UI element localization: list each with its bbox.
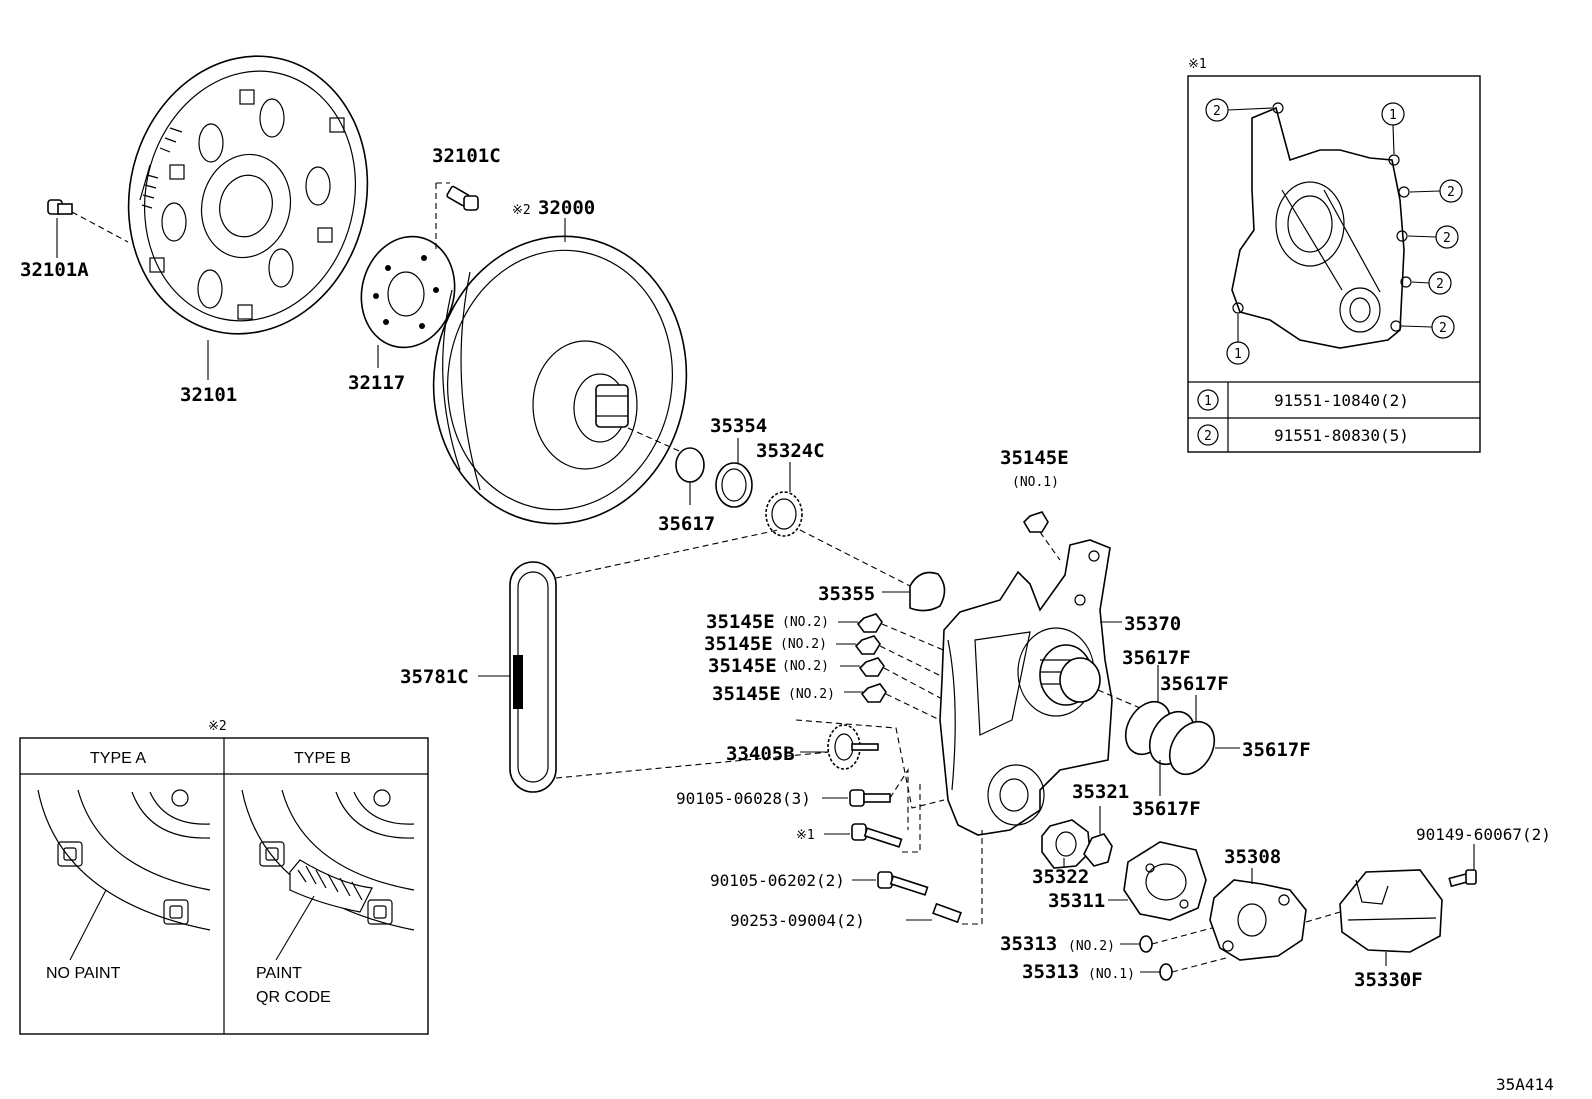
gear-35321[interactable] bbox=[1083, 833, 1113, 867]
ring-35617[interactable] bbox=[675, 447, 705, 483]
label-32101A: 32101A bbox=[20, 259, 89, 281]
label-35330F: 35330F bbox=[1354, 969, 1423, 991]
label-35145E-no1-note: (NO.1) bbox=[1012, 475, 1059, 490]
bolt-90105-06202[interactable] bbox=[877, 871, 929, 896]
inset-1-mark: ※1 bbox=[1188, 57, 1207, 72]
label-32000-mark: ※2 bbox=[512, 203, 531, 218]
inset-1-callout-2e: 2 bbox=[1439, 321, 1447, 336]
label-35308: 35308 bbox=[1224, 846, 1281, 868]
inset-1-callout-2a: 2 bbox=[1213, 104, 1221, 119]
type-a-drawing bbox=[37, 789, 211, 961]
bolt-32101A[interactable] bbox=[47, 199, 73, 215]
label-35322: 35322 bbox=[1032, 866, 1089, 888]
pump-body-35311[interactable] bbox=[1123, 841, 1207, 921]
label-35617F-a: 35617F bbox=[1122, 647, 1191, 669]
snap-ring-35354[interactable] bbox=[715, 462, 753, 508]
inset-1-callout-1b: 1 bbox=[1234, 347, 1242, 362]
inset-2-type-b: TYPE B bbox=[294, 750, 351, 767]
label-no2-b: (NO.2) bbox=[780, 637, 827, 652]
label-35145E-b: 35145E bbox=[704, 633, 773, 655]
label-35370: 35370 bbox=[1124, 613, 1181, 635]
inset-2-qr-code: QR CODE bbox=[256, 989, 331, 1006]
chain-35781C[interactable] bbox=[509, 561, 557, 793]
washer-35313-no1[interactable] bbox=[1159, 963, 1173, 981]
label-35354: 35354 bbox=[710, 415, 767, 437]
label-35311: 35311 bbox=[1048, 890, 1105, 912]
bolt-90105-06028[interactable] bbox=[849, 789, 891, 807]
label-no2-a: (NO.2) bbox=[782, 615, 829, 630]
flywheel-32101[interactable] bbox=[100, 31, 397, 360]
label-35617F-d: 35617F bbox=[1132, 798, 1201, 820]
nut-group-35145E-no2[interactable] bbox=[854, 613, 887, 703]
label-33405B: 33405B bbox=[726, 743, 795, 765]
washer-35313-no2[interactable] bbox=[1139, 935, 1153, 953]
inset-1-housing bbox=[1231, 106, 1405, 349]
bolt-mark-1[interactable] bbox=[851, 823, 903, 848]
inset-1-callout-2d: 2 bbox=[1436, 277, 1444, 292]
leader-32101A bbox=[71, 211, 129, 243]
label-35321: 35321 bbox=[1072, 781, 1129, 803]
torque-converter-32000[interactable] bbox=[415, 220, 705, 540]
seal-35355[interactable] bbox=[909, 571, 946, 612]
type-b-drawing bbox=[241, 789, 415, 961]
label-35324C: 35324C bbox=[756, 440, 825, 462]
label-35145E-a: 35145E bbox=[706, 611, 775, 633]
label-32101: 32101 bbox=[180, 384, 237, 406]
figure-id: 35A414 bbox=[1496, 1075, 1554, 1094]
label-35313-a: 35313 bbox=[1000, 933, 1057, 955]
label-no2-c: (NO.2) bbox=[782, 659, 829, 674]
inset-1-row-2-part: 91551-80830(5) bbox=[1274, 426, 1409, 445]
bolt-32101C[interactable] bbox=[446, 185, 479, 211]
inset-1-callout-1a: 1 bbox=[1389, 108, 1397, 123]
bolt-90149-60067[interactable] bbox=[1448, 869, 1477, 888]
label-90149-60067: 90149-60067(2) bbox=[1416, 825, 1551, 844]
inset-1: ※1 2 1 2 2 2 bbox=[1187, 57, 1481, 453]
label-90105-06028: 90105-06028(3) bbox=[676, 789, 811, 808]
label-35617F-c: 35617F bbox=[1242, 739, 1311, 761]
inset-1-row-2-num: 2 bbox=[1204, 429, 1212, 444]
inset-2-no-paint: NO PAINT bbox=[46, 965, 121, 982]
inset-1-row-1-num: 1 bbox=[1204, 394, 1212, 409]
label-bolt-mark-1: ※1 bbox=[796, 828, 815, 843]
label-no2-d: (NO.2) bbox=[788, 687, 835, 702]
inset-2: ※2 TYPE A TYPE B NO PAINT bbox=[19, 719, 429, 1035]
label-35145E-no1: 35145E bbox=[1000, 447, 1069, 469]
sprocket-33405B[interactable] bbox=[827, 724, 879, 770]
label-32101C: 32101C bbox=[432, 145, 501, 167]
inset-2-type-a: TYPE A bbox=[90, 750, 146, 767]
label-32000: 32000 bbox=[538, 197, 595, 219]
housing-35370[interactable] bbox=[939, 539, 1113, 836]
label-35313-b-note: (NO.1) bbox=[1088, 967, 1135, 982]
inset-1-callout-2c: 2 bbox=[1443, 231, 1451, 246]
plate-32117[interactable] bbox=[350, 227, 466, 358]
nut-35145E-no1[interactable] bbox=[1022, 511, 1049, 533]
label-35145E-d: 35145E bbox=[712, 683, 781, 705]
label-35145E-c: 35145E bbox=[708, 655, 777, 677]
strainer-35330F[interactable] bbox=[1339, 869, 1443, 953]
pump-cover-35308[interactable] bbox=[1209, 879, 1307, 961]
label-90105-06202: 90105-06202(2) bbox=[710, 871, 845, 890]
gear-35322[interactable] bbox=[1041, 819, 1091, 869]
label-90253-09004: 90253-09004(2) bbox=[730, 911, 865, 930]
gear-35324C[interactable] bbox=[765, 491, 803, 537]
pin-90253-09004[interactable] bbox=[932, 902, 962, 924]
inset-2-paint: PAINT bbox=[256, 965, 302, 982]
inset-2-mark: ※2 bbox=[208, 719, 227, 734]
label-32117: 32117 bbox=[348, 372, 405, 394]
label-35313-a-note: (NO.2) bbox=[1068, 939, 1115, 954]
label-35617F-b: 35617F bbox=[1160, 673, 1229, 695]
inset-1-row-1-part: 91551-10840(2) bbox=[1274, 391, 1409, 410]
label-35781C: 35781C bbox=[400, 666, 469, 688]
label-35313-b: 35313 bbox=[1022, 961, 1079, 983]
label-35355: 35355 bbox=[818, 583, 875, 605]
rings-35617F[interactable] bbox=[1117, 694, 1224, 782]
label-35617: 35617 bbox=[658, 513, 715, 535]
inset-1-callout-2b: 2 bbox=[1447, 185, 1455, 200]
